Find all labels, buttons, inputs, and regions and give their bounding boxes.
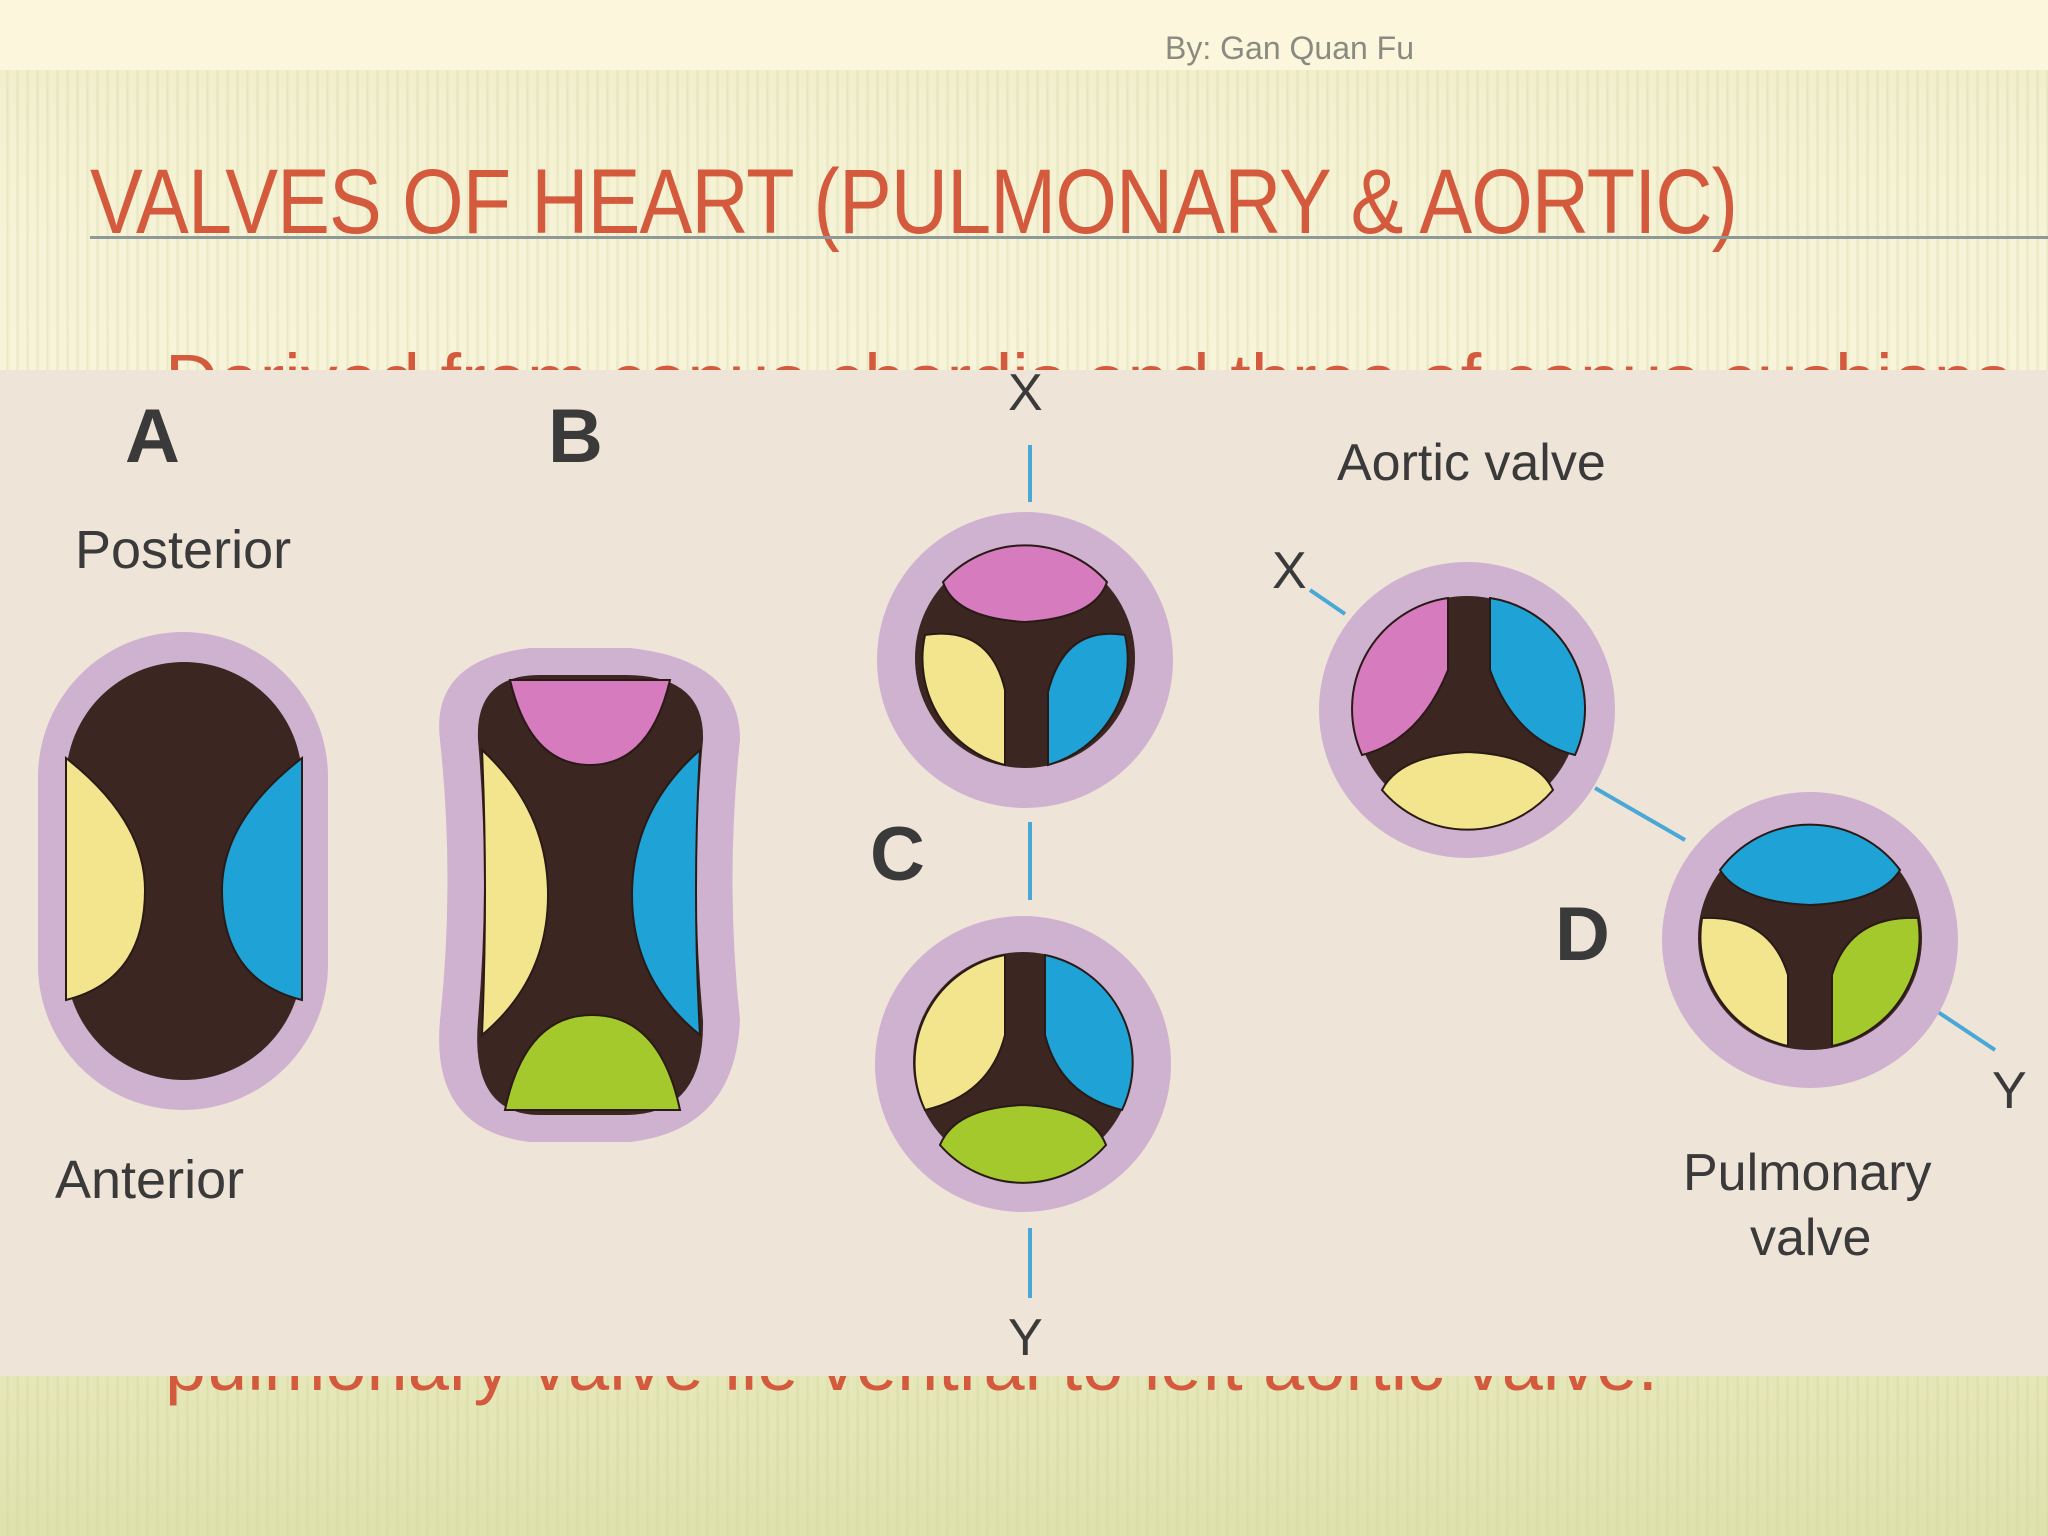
panel-d-x-label: X <box>1272 542 1307 600</box>
panel-label-d: D <box>1555 892 1610 977</box>
slide-title: VALVES OF HEART (PULMONARY & AORTIC) <box>90 151 1738 253</box>
aortic-valve-pink-cusp <box>1351 596 1449 757</box>
pulmonary-valve-green-cusp <box>1831 916 1921 1048</box>
panel-c-upper-pink-cusp <box>941 544 1109 624</box>
panel-b-yellow-cushion <box>480 747 550 1038</box>
panel-c-lower-valve <box>875 916 1171 1212</box>
panel-b-pink-cushion <box>508 679 672 767</box>
heart-valve-diagram: A B C D Posterior Anterior X Y X Y Aorti… <box>0 370 2048 1376</box>
pulmonary-valve <box>1662 792 1958 1088</box>
panel-label-b: B <box>548 394 603 479</box>
panel-d-axis-line-middle <box>1593 786 1687 842</box>
panel-d-axis-line-lower <box>1933 1008 1997 1052</box>
panel-c-upper-blue-cusp <box>1047 632 1129 767</box>
panel-label-c: C <box>870 812 925 897</box>
panel-c-upper-yellow-cusp <box>921 632 1006 767</box>
panel-b-green-cushion <box>503 1013 682 1111</box>
aortic-valve-yellow-cusp <box>1380 750 1555 831</box>
panel-d-y-label: Y <box>1992 1062 2027 1120</box>
aortic-valve-blue-cusp <box>1489 596 1586 757</box>
panel-b-lumen <box>477 675 704 1115</box>
panel-a-lumen <box>66 662 302 1080</box>
panel-label-a: A <box>125 394 180 479</box>
panel-c-x-label: X <box>1008 370 1043 422</box>
author-credit: By: Gan Quan Fu <box>1165 30 1415 66</box>
pulmonary-valve-label-line-2: valve <box>1750 1209 1871 1267</box>
aortic-valve-label: Aortic valve <box>1337 434 1606 492</box>
aortic-valve <box>1319 562 1615 858</box>
pulmonary-valve-label-line-1: Pulmonary <box>1683 1144 1932 1202</box>
panel-a-yellow-cushion <box>65 755 147 1002</box>
pulmonary-valve-yellow-cusp <box>1699 916 1789 1048</box>
panel-b-blue-cushion <box>630 747 702 1038</box>
panel-c-lower-blue-cusp <box>1044 953 1134 1112</box>
anterior-label: Anterior <box>55 1150 244 1210</box>
panel-d-axis-line-upper <box>1308 588 1347 616</box>
panel-d-axis <box>1308 588 1997 1052</box>
panel-b-conus <box>439 648 740 1142</box>
panel-c-upper-valve <box>877 512 1173 808</box>
panel-a-conus <box>38 632 328 1110</box>
panel-c-lower-green-cusp <box>938 1103 1108 1184</box>
posterior-label: Posterior <box>75 520 291 580</box>
panel-c-y-label: Y <box>1008 1309 1043 1367</box>
panel-c-lower-yellow-cusp <box>913 953 1006 1112</box>
pulmonary-valve-blue-cusp <box>1718 823 1902 907</box>
panel-a-blue-cushion <box>220 755 303 1002</box>
title-underline <box>90 236 2048 239</box>
